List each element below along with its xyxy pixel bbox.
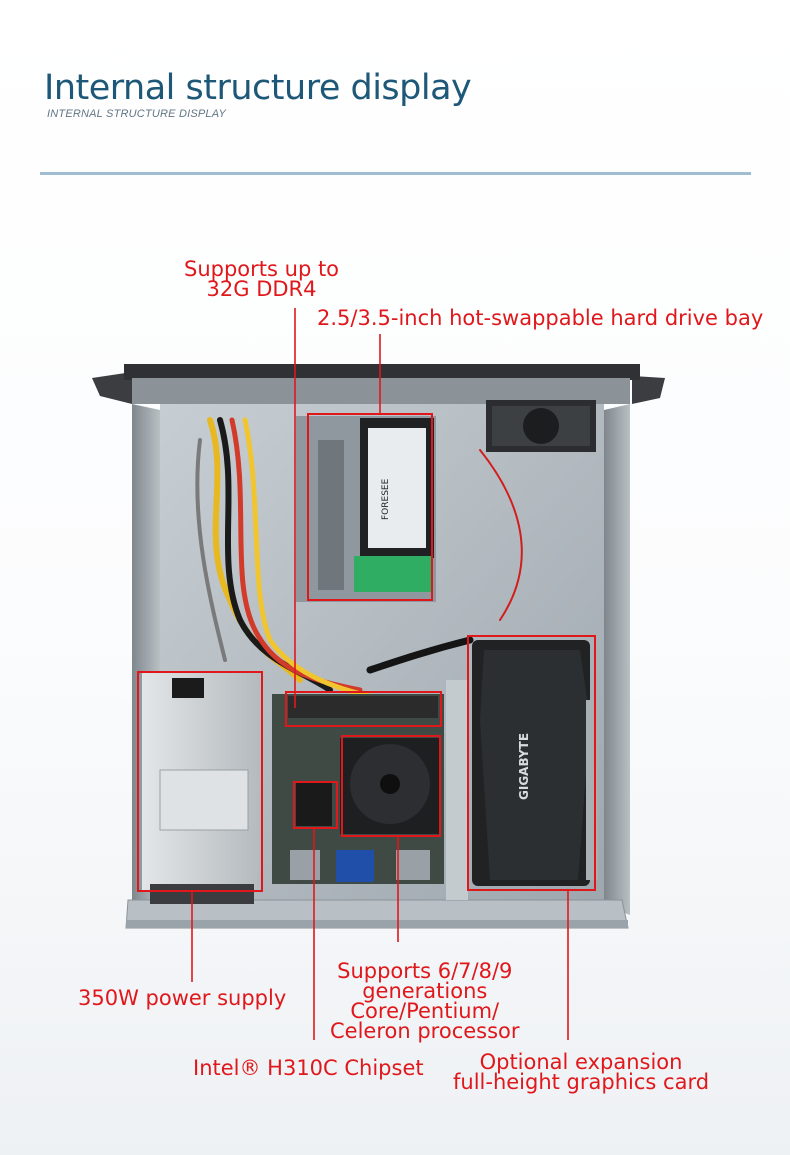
label-graphics: Optional expansion full-height graphics … <box>453 1050 710 1094</box>
label-graphics-line-2: full-height graphics card <box>453 1070 710 1094</box>
graphics-card: GIGABYTE <box>472 640 598 886</box>
psu-unit <box>142 672 260 904</box>
rack-ears <box>92 372 665 404</box>
ssd-brand-text: FORESEE <box>381 478 391 520</box>
highlight-power-supply <box>137 671 263 892</box>
highlight-drive-bay <box>307 413 433 601</box>
label-chipset: Intel® H310C Chipset <box>193 1056 424 1080</box>
chassis-right-wall <box>604 404 630 915</box>
label-memory: Supports up to 32G DDR4 <box>184 257 340 301</box>
highlight-processor <box>341 735 441 837</box>
chassis-back-panel <box>132 378 630 404</box>
label-processor-line-1: Supports 6/7/8/9 <box>337 959 513 983</box>
label-processor-line-4: Celeron processor <box>330 1019 520 1043</box>
label-processor-line-3: Core/Pentium/ <box>350 999 500 1023</box>
highlight-boxes <box>137 413 596 892</box>
gpu-brand-text: GIGABYTE <box>517 733 531 800</box>
label-memory-line-1: Supports up to <box>184 257 340 281</box>
label-graphics-line-1: Optional expansion <box>479 1050 683 1074</box>
label-power-supply: 350W power supply <box>78 986 287 1010</box>
rear-fan <box>486 400 596 452</box>
header-divider <box>40 172 751 175</box>
highlight-chipset <box>293 781 338 829</box>
label-drive-bay: 2.5/3.5-inch hot-swappable hard drive ba… <box>317 306 764 330</box>
label-memory-line-2: 32G DDR4 <box>206 277 317 301</box>
page-subtitle: INTERNAL STRUCTURE DISPLAY <box>47 108 226 120</box>
label-processor-line-2: generations <box>362 979 488 1003</box>
cable-bundle <box>195 417 523 703</box>
label-processor: Supports 6/7/8/9 generations Core/Pentiu… <box>330 959 520 1043</box>
motherboard <box>272 694 444 884</box>
page-title: Internal structure display <box>44 68 472 108</box>
drive-bay: FORESEE <box>296 416 436 602</box>
pcie-riser-bracket <box>446 680 468 900</box>
chassis-top-rail <box>124 364 640 380</box>
highlight-memory <box>285 691 442 727</box>
highlight-graphics-card <box>467 635 596 891</box>
leader-lines <box>191 308 569 1040</box>
